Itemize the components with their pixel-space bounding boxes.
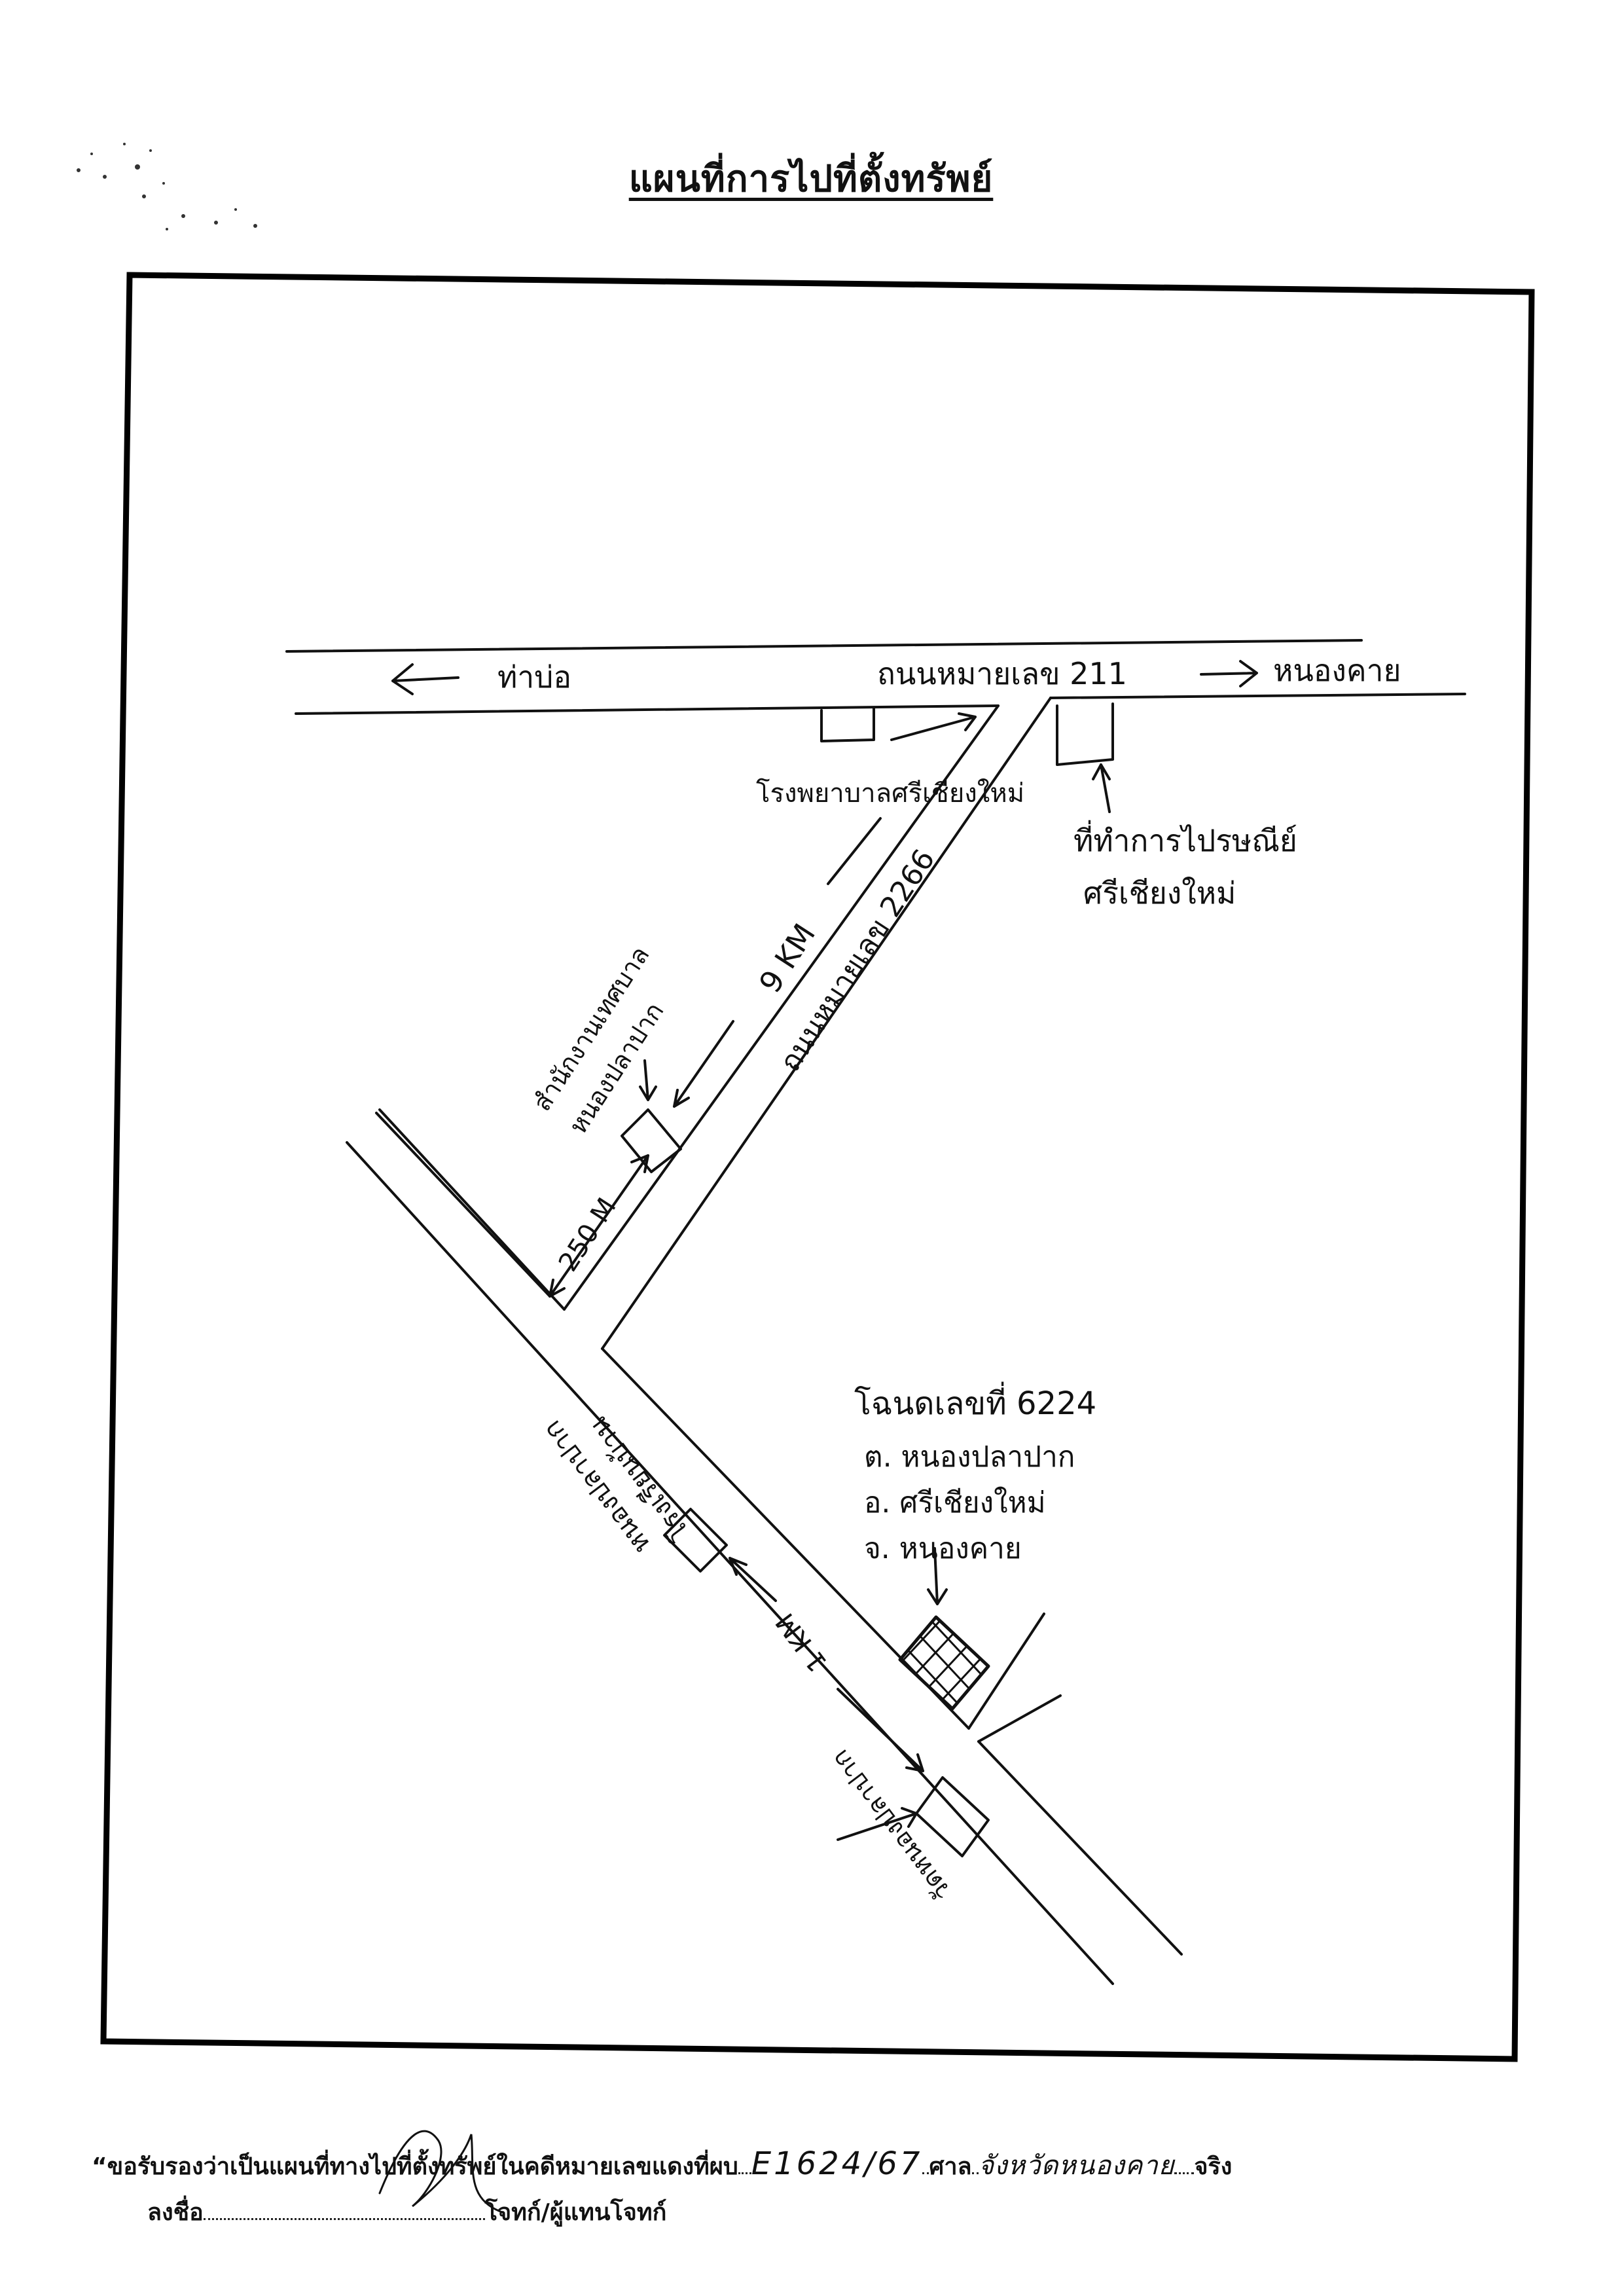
label-post-office-line2: ศรีเชียงใหม่: [1083, 875, 1236, 911]
label-distance-250m: 250 M: [553, 1193, 622, 1277]
dim-9km-upper: [827, 817, 882, 885]
lower-road-west-edge: [346, 1141, 1114, 1985]
label-property-district: อ. ศรีเชียงใหม่: [864, 1486, 1046, 1520]
scan-specks: [77, 143, 257, 230]
property-parcel: [898, 1615, 990, 1711]
sao-office-box: [621, 1108, 682, 1173]
post-office-pointer: [1092, 763, 1111, 813]
label-post-office-line1: ที่ทำการไปรษณีย์: [1073, 820, 1297, 858]
hospital-pointer: [890, 712, 977, 741]
arrow-east: [1200, 660, 1258, 687]
property-hatching: [900, 1617, 988, 1709]
role-label: โจทก์/ผู้แทนโจทก์: [484, 2199, 667, 2226]
side-road-south-edge: [977, 1694, 1062, 1743]
signature-dots: [203, 2200, 485, 2220]
dim-250m-ticks: [375, 1112, 551, 1298]
school-box: [663, 1508, 728, 1573]
dots: [922, 2154, 929, 2174]
lower-road-east-edge-south: [977, 1740, 1183, 1956]
label-distance-9km: 9 KM: [752, 917, 822, 999]
page-title: แผนที่การไปที่ตั้งทรัพย์: [628, 158, 994, 200]
certify-prefix: “ขอรับรองว่าเป็นแผนที่ทางไปที่ตั้งทรัพย์…: [92, 2153, 738, 2180]
road-2266-east-edge: [601, 697, 1052, 1350]
label-west-destination: ท่าบ่อ: [497, 659, 571, 695]
label-main-highway: ถนนหมายเลข 211: [877, 656, 1127, 691]
dim-1km-upper: [729, 1557, 777, 1602]
dim-250m-line: [549, 1154, 649, 1298]
label-property-deed: โฉนดเลขที่ 6224: [854, 1381, 1096, 1422]
temple-pointer: [837, 1807, 918, 1841]
court-label: ศาล: [929, 2153, 972, 2180]
case-number: E1624/67: [751, 2145, 923, 2182]
dots: [971, 2154, 979, 2174]
true-label: จริง: [1194, 2153, 1233, 2180]
road-2266-west-edge: [563, 704, 1000, 1311]
map-frame: [100, 272, 1535, 2062]
dots: [1174, 2154, 1195, 2174]
footer-certify-line: “ขอรับรองว่าเป็นแผนที่ทางไปที่ตั้งทรัพย์…: [92, 2144, 1232, 2186]
label-property-subdistrict: ต. หนองปลาปาก: [864, 1440, 1075, 1474]
court-name: จังหวัดหนองคาย: [978, 2151, 1175, 2181]
post-office-box: [1056, 702, 1114, 766]
label-east-destination: หนองคาย: [1273, 653, 1401, 688]
footer-signature-line: ลงชื่อ โจทก์/ผู้แทนโจทก์: [147, 2193, 666, 2231]
signature-scribble: [378, 2130, 505, 2214]
lower-road-east-edge-north: [378, 1108, 566, 1311]
label-temple-line1: วัดหนองปลาปาก: [825, 1744, 957, 1906]
label-property-province: จ. หนองคาย: [864, 1532, 1022, 1565]
sign-label: ลงชื่อ: [147, 2199, 204, 2226]
highway-211-south-edge-east: [1049, 693, 1466, 699]
side-road-north-edge: [967, 1613, 1045, 1730]
highway-211-north-edge: [285, 639, 1363, 653]
arrow-west: [391, 663, 460, 695]
dim-9km-lower: [673, 1020, 734, 1108]
property-pointer: [927, 1547, 948, 1605]
highway-211-south-edge-west: [295, 704, 1000, 715]
temple-box: [915, 1776, 990, 1857]
dots: [738, 2154, 751, 2174]
hospital-box: [820, 707, 875, 742]
sao-office-pointer: [639, 1059, 657, 1101]
label-hospital: โรงพยาบาลศรีเชียงใหม่: [756, 778, 1024, 809]
dim-1km-lower: [837, 1688, 924, 1772]
